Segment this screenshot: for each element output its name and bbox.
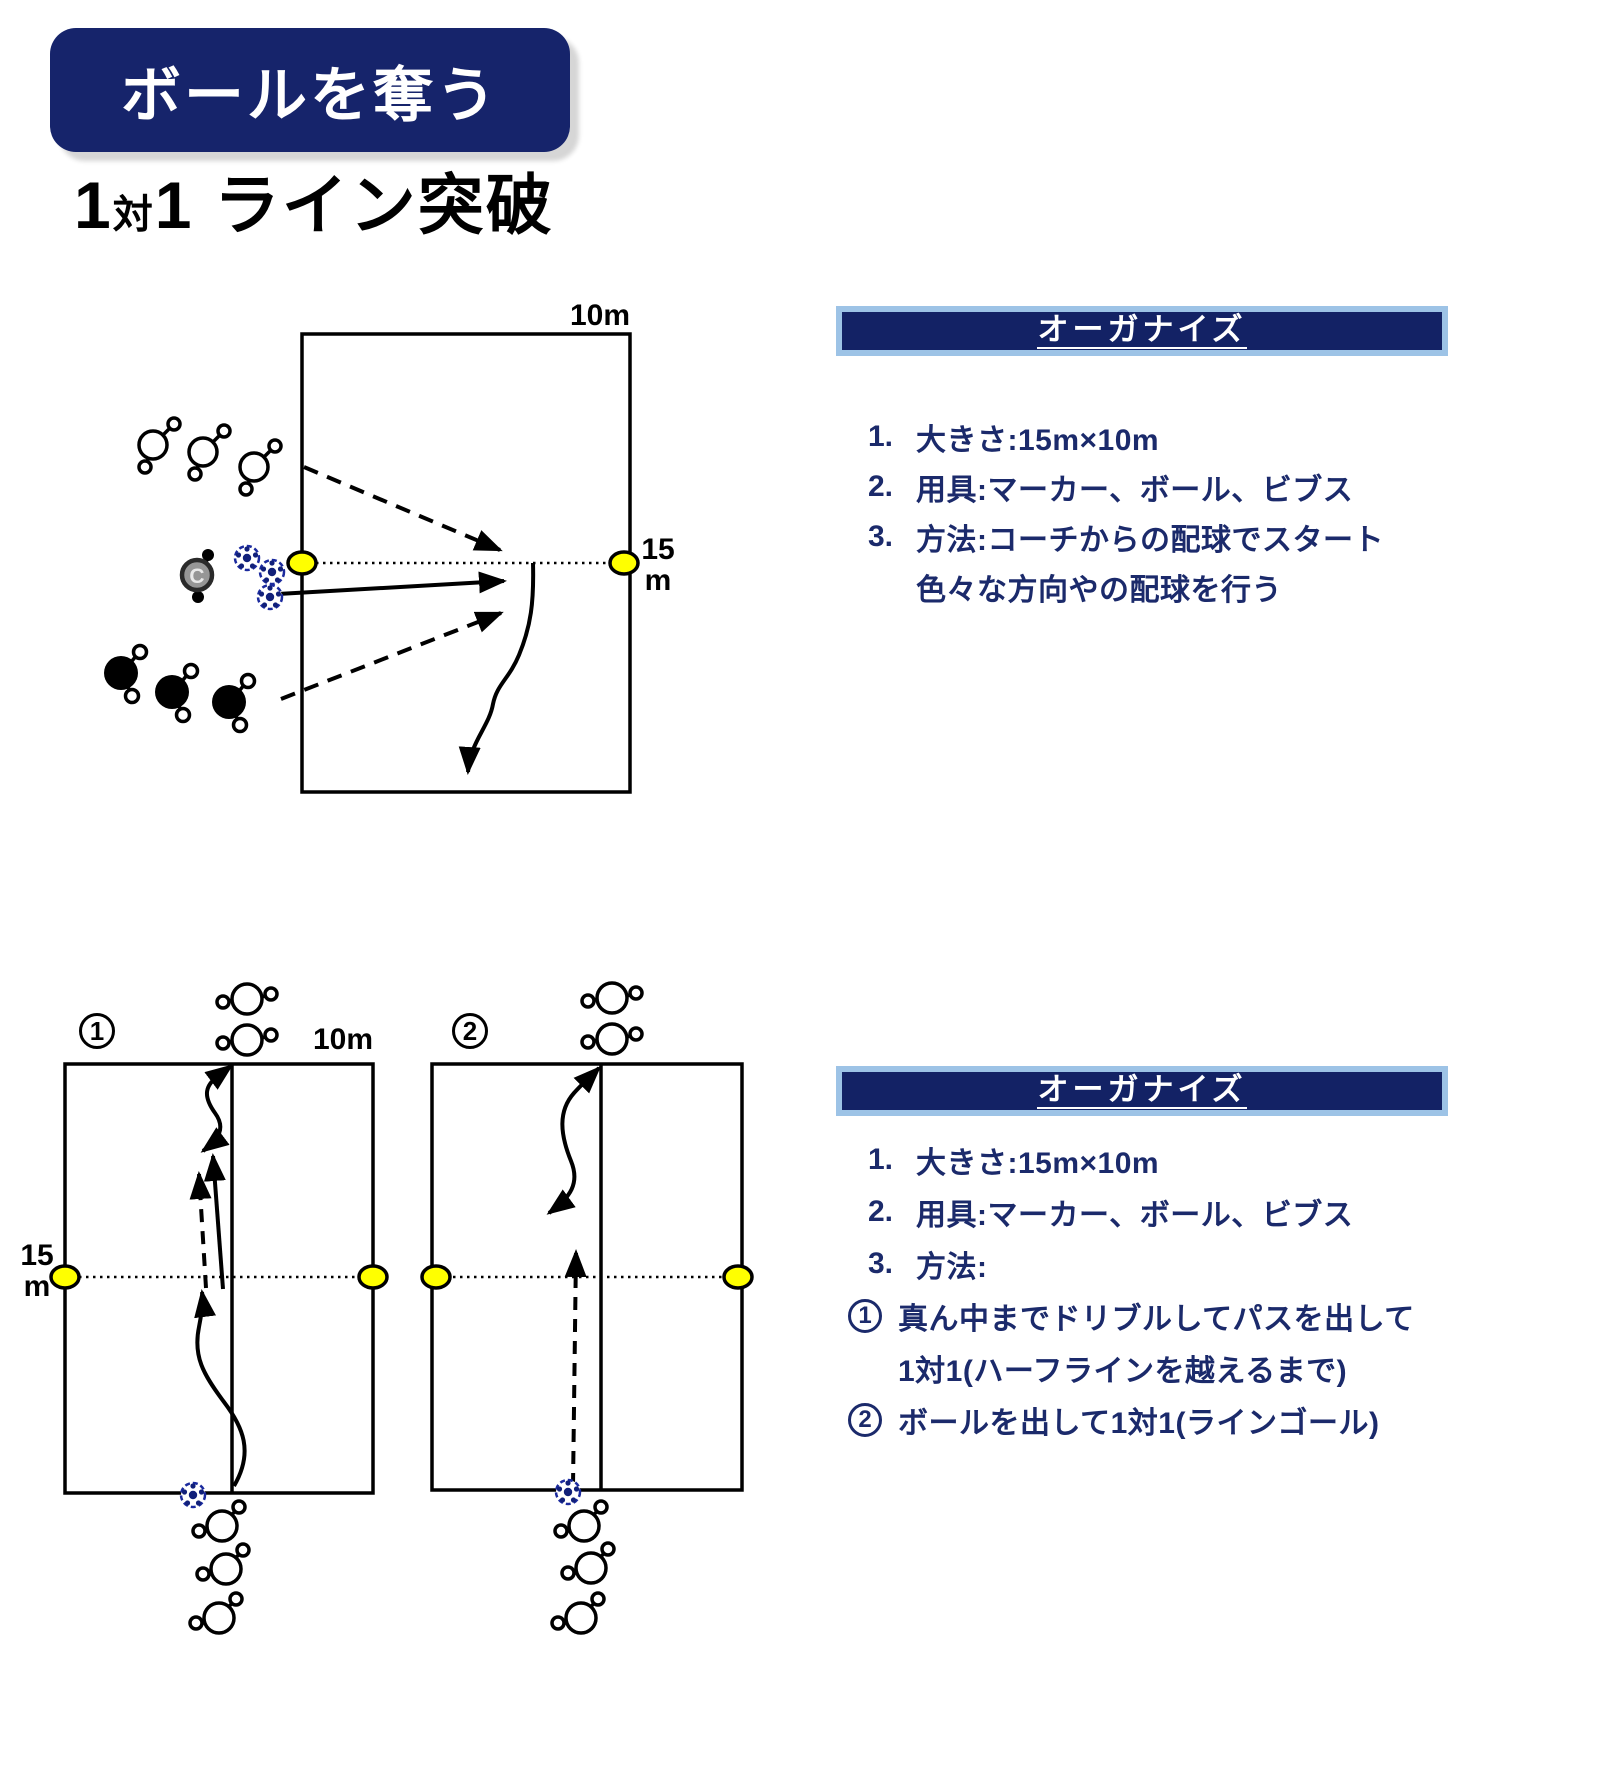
white-player-icon bbox=[580, 1022, 644, 1056]
bottom-field-height-label: 15 m bbox=[20, 1239, 54, 1303]
white-player-icon bbox=[215, 1023, 279, 1057]
list-item: 1. 大きさ:15m×10m bbox=[868, 420, 1160, 457]
yellow-marker bbox=[357, 1264, 389, 1290]
title-number: 1 bbox=[154, 168, 194, 242]
white-player-icon bbox=[188, 1591, 244, 1635]
pass-arrow-dashed bbox=[189, 1171, 212, 1289]
circled-number: 1 bbox=[848, 1299, 882, 1333]
black-player-icon bbox=[153, 662, 200, 724]
dribble-wavy-arrow-upper bbox=[200, 1064, 234, 1153]
title-rest: ライン突破 bbox=[193, 168, 554, 242]
page-title: 1対1 ライン突破 bbox=[74, 152, 554, 248]
top-drill-diagram: C bbox=[102, 332, 640, 794]
white-player-icon bbox=[553, 1499, 609, 1543]
list-item: 2. 用具:マーカー、ボール、ビブス bbox=[868, 1195, 1354, 1232]
yellow-marker bbox=[722, 1264, 754, 1290]
diagram-1-number: 1 bbox=[79, 1013, 115, 1049]
circled-list-item: 2 ボールを出して1対1(ラインゴール) bbox=[836, 1394, 1476, 1446]
circled-list-item: 1 真ん中までドリブルしてパスを出して bbox=[836, 1290, 1476, 1342]
panel-header-label: オーガナイズ bbox=[1037, 1072, 1247, 1109]
white-player-icon bbox=[550, 1591, 606, 1635]
pass-arrow-dashed-upper bbox=[303, 465, 503, 552]
white-player-icon bbox=[195, 1542, 251, 1586]
white-player-icon bbox=[560, 1541, 616, 1585]
run-arrow-solid bbox=[203, 1153, 226, 1290]
panel-header-label: オーガナイズ bbox=[1037, 312, 1247, 349]
soccer-ball-icon bbox=[256, 583, 284, 611]
circled-number: 2 bbox=[848, 1403, 882, 1437]
list-item: 3. 方法:コーチからの配球でスタート bbox=[868, 520, 1384, 557]
yellow-marker bbox=[286, 550, 318, 576]
diagram-2-number: 2 bbox=[452, 1013, 488, 1049]
white-player-icon bbox=[187, 423, 232, 482]
organize-panel-2-list: 1. 大きさ:15m×10m 2. 用具:マーカー、ボール、ビブス 3. 方法:… bbox=[836, 1134, 1476, 1446]
soccer-ball-icon bbox=[233, 544, 261, 572]
soccer-ball-icon bbox=[258, 558, 286, 586]
bottom-drill-diagram-2 bbox=[420, 981, 754, 1635]
yellow-marker bbox=[420, 1264, 452, 1290]
black-player-icon bbox=[102, 643, 149, 705]
coach-icon: C bbox=[179, 549, 215, 603]
title-tai: 対 bbox=[112, 193, 155, 237]
organize-panel-1-header: オーガナイズ bbox=[836, 306, 1448, 356]
soccer-ball-icon bbox=[179, 1481, 207, 1509]
dribble-wavy-arrow bbox=[546, 1065, 602, 1215]
pass-arrow-solid bbox=[277, 571, 507, 596]
black-player-icon bbox=[210, 672, 257, 734]
top-field-width-label: 10m bbox=[569, 299, 630, 332]
list-item-continuation: 色々な方向やの配球を行う bbox=[916, 574, 1282, 607]
title-number: 1 bbox=[74, 168, 113, 242]
list-item: 2. 用具:マーカー、ボール、ビブス bbox=[868, 470, 1354, 507]
top-field-height-label: 15 m bbox=[641, 533, 675, 597]
circled-list-item-continuation: 1対1(ハーフラインを越えるまで) bbox=[898, 1355, 1348, 1388]
dribble-run-curve bbox=[458, 562, 536, 775]
white-player-icon bbox=[580, 981, 644, 1015]
section-badge: ボールを奪う bbox=[50, 28, 570, 152]
yellow-marker bbox=[608, 550, 640, 576]
dribble-wavy-arrow-lower bbox=[194, 1289, 247, 1488]
soccer-ball-icon bbox=[554, 1478, 582, 1506]
list-item: 1. 大きさ:15m×10m bbox=[868, 1143, 1160, 1180]
coach-label: C bbox=[189, 565, 204, 588]
bottom-field-width-label: 10m bbox=[312, 1023, 373, 1056]
pass-arrow-dashed-lower bbox=[280, 611, 504, 701]
section-badge-label: ボールを奪う bbox=[121, 61, 499, 129]
white-player-icon bbox=[238, 438, 283, 497]
list-item: 3. 方法: bbox=[868, 1247, 988, 1284]
organize-panel-2-header: オーガナイズ bbox=[836, 1066, 1448, 1116]
white-player-icon bbox=[215, 982, 279, 1016]
pass-arrow-dashed bbox=[564, 1249, 587, 1487]
white-player-icon bbox=[137, 416, 182, 475]
bottom-drill-diagram-1 bbox=[49, 982, 389, 1635]
organize-panel-1-list: 1. 大きさ:15m×10m 2. 用具:マーカー、ボール、ビブス 3. 方法:… bbox=[836, 412, 1476, 612]
white-player-icon bbox=[191, 1499, 247, 1543]
